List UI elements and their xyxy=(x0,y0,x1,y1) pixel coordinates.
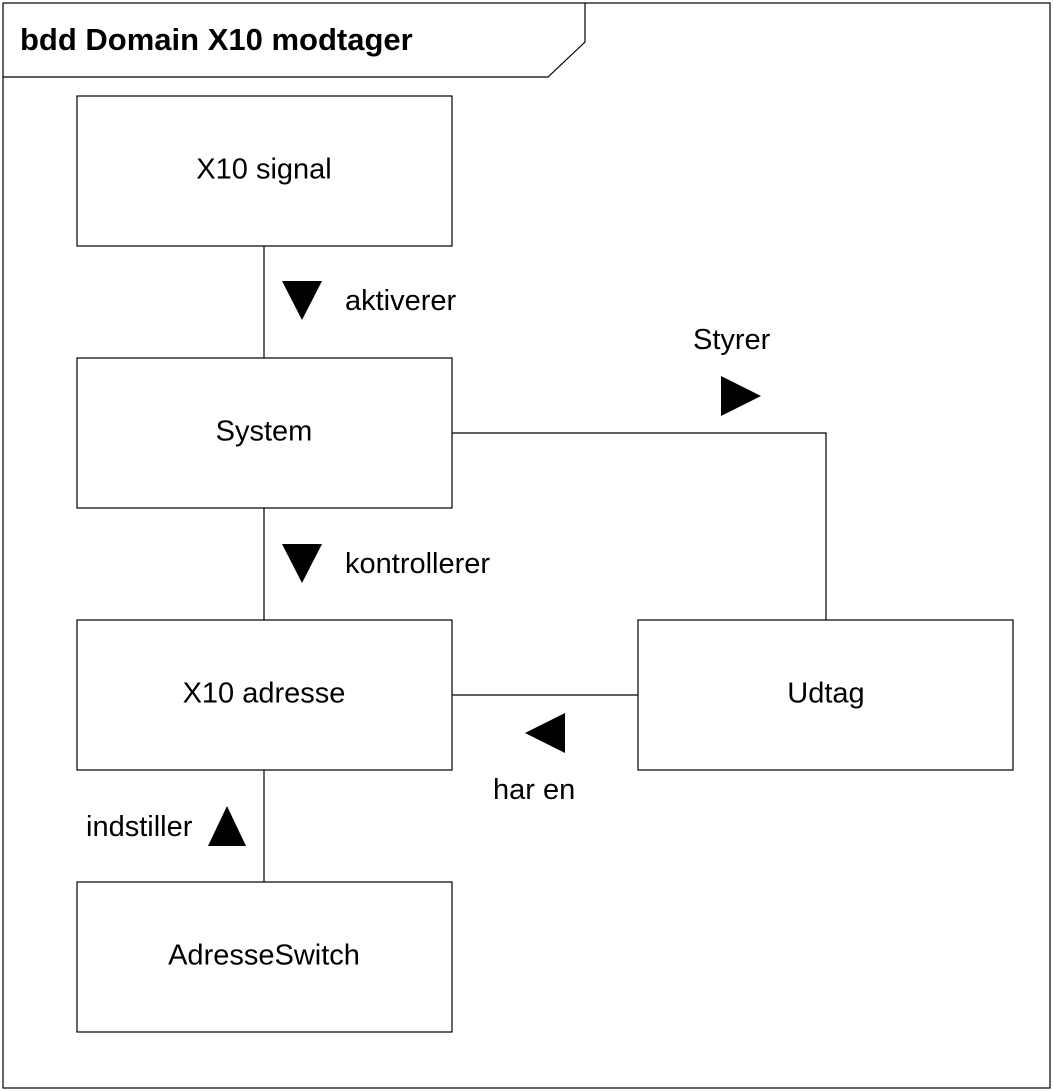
block-label: Udtag xyxy=(787,678,864,710)
frame-header-tab xyxy=(3,3,586,78)
direction-arrow-up-icon xyxy=(208,806,246,846)
block-system[interactable]: System xyxy=(76,357,453,509)
block-udtag[interactable]: Udtag xyxy=(637,619,1014,771)
assoc-label-aktiverer: aktiverer xyxy=(345,285,457,317)
direction-arrow-right-icon xyxy=(721,376,761,416)
assoc-line-styrer xyxy=(452,432,827,620)
assoc-label-styrer: Styrer xyxy=(693,324,771,356)
assoc-label-har-en: har en xyxy=(493,774,575,806)
direction-arrow-down-icon xyxy=(282,544,322,583)
direction-arrow-down-icon xyxy=(282,281,322,320)
block-label: System xyxy=(216,416,313,448)
block-x10-signal[interactable]: X10 signal xyxy=(76,95,453,247)
block-adresse-switch[interactable]: AdresseSwitch xyxy=(76,881,453,1033)
block-label: X10 signal xyxy=(196,154,331,186)
frame-title: bdd Domain X10 modtager xyxy=(20,22,413,57)
assoc-label-kontrollerer: kontrollerer xyxy=(345,548,490,580)
block-label: X10 adresse xyxy=(183,678,346,710)
direction-arrow-left-icon xyxy=(525,713,565,753)
block-x10-adresse[interactable]: X10 adresse xyxy=(76,619,453,771)
block-label: AdresseSwitch xyxy=(168,940,360,972)
assoc-label-indstiller: indstiller xyxy=(86,811,193,843)
